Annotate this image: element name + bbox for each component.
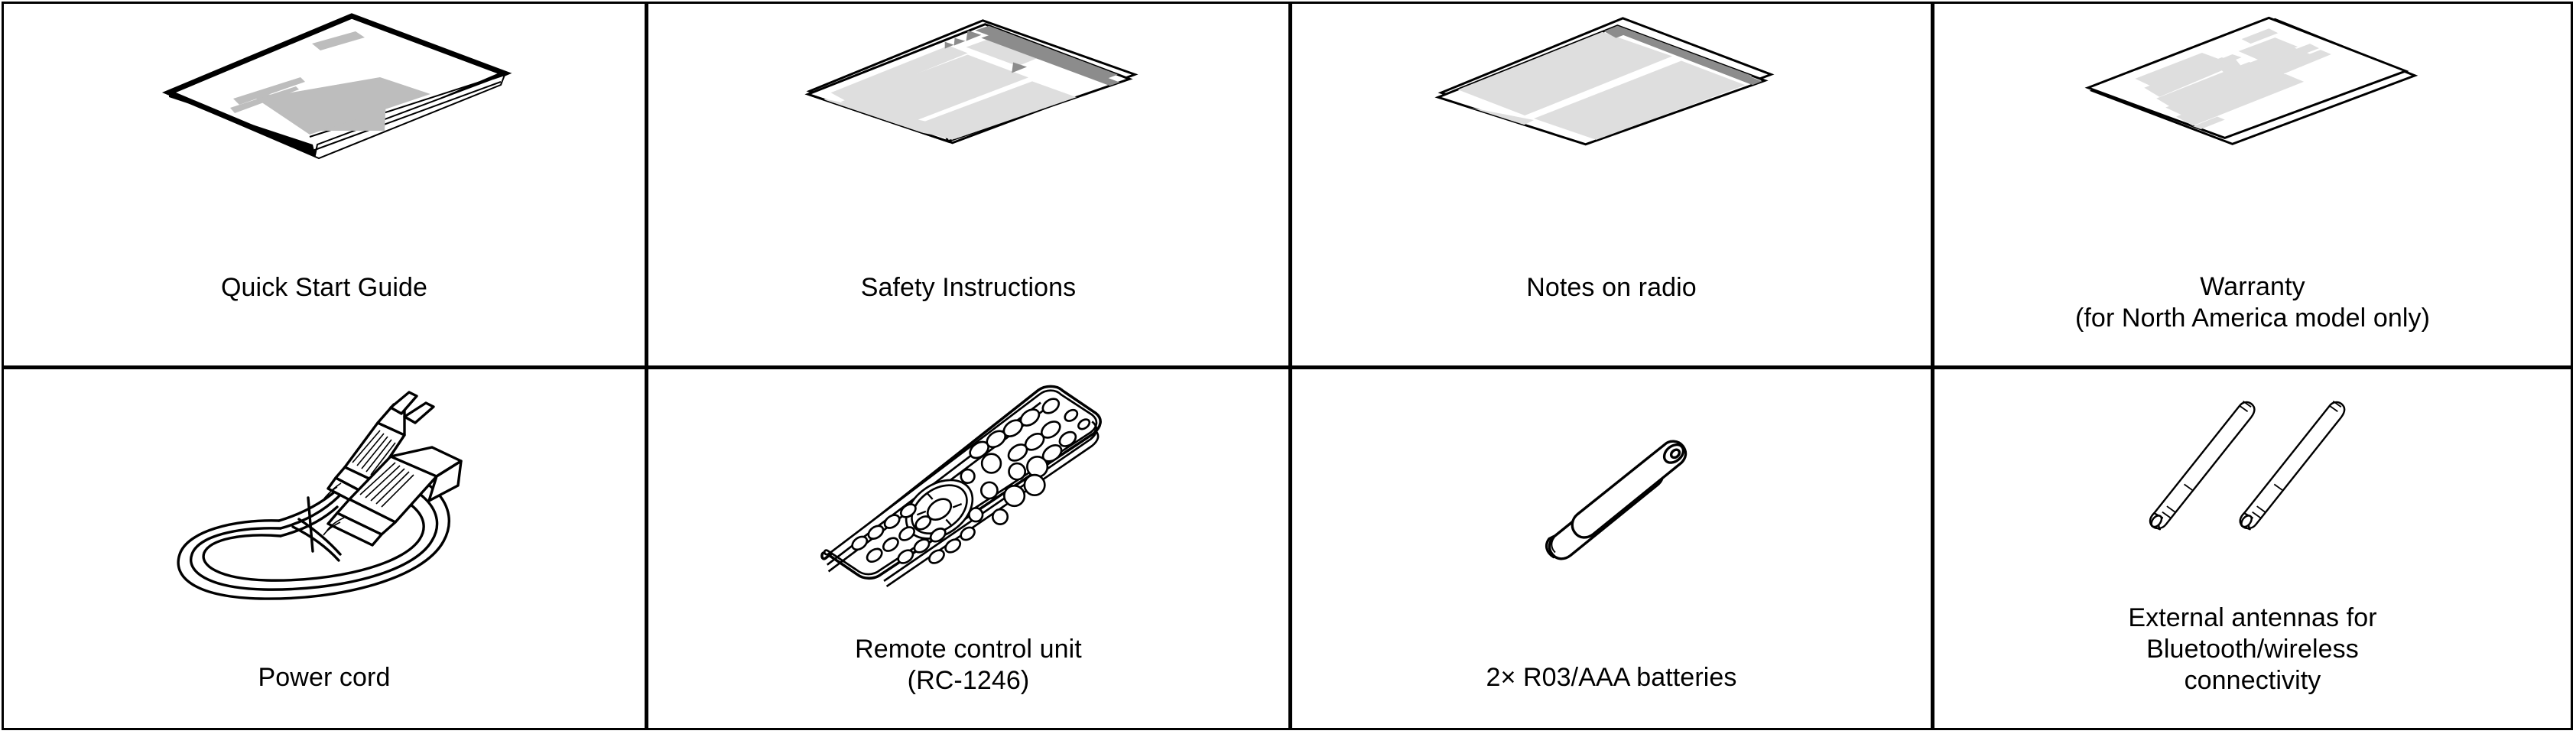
stacked-sheets-icon [804,19,1139,145]
caption-line-1: Notes on radio [1526,273,1697,302]
accessory-cell-quick-start-guide[interactable]: Quick Start Guide [4,4,645,365]
caption-line-1: External antennas for [2128,603,2377,632]
accessories-grid: Quick Start Guide [4,4,2571,728]
accessory-cell-warranty[interactable]: Warranty (for North America model only) [1931,4,2571,365]
accessory-caption: Warranty (for North America model only) [1954,240,2552,365]
power-cord-icon [177,391,463,600]
accessory-caption: Safety Instructions [668,241,1269,335]
warranty-sheets-icon [2084,16,2418,145]
remote-control-icon [820,385,1102,588]
accessory-cell-antennas[interactable]: External antennas for Bluetooth/wireless… [1931,365,2571,728]
accessory-cell-notes-on-radio[interactable]: Notes on radio [1288,4,1931,365]
accessory-caption: 2× R03/AAA batteries [1311,631,1912,725]
stacked-sheets-icon [1434,17,1775,146]
caption-line-1: Warranty [2200,272,2305,301]
caption-line-1: Remote control unit [855,635,1082,664]
caption-line-2: (RC-1246) [907,666,1030,695]
accessory-caption: Notes on radio [1311,241,1912,335]
accessory-caption: External antennas for Bluetooth/wireless… [1954,571,2552,728]
accessory-caption: Remote control unit (RC-1246) [668,602,1269,728]
caption-line-1: Power cord [258,663,391,692]
accessory-caption: Power cord [23,631,625,725]
accessory-cell-batteries[interactable]: 2× R03/AAA batteries [1288,365,1931,728]
batteries-icon [1545,440,1688,560]
accessory-caption: Quick Start Guide [23,241,625,335]
accessory-cell-safety-instructions[interactable]: Safety Instructions [645,4,1288,365]
accessory-cell-remote-control[interactable]: Remote control unit (RC-1246) [645,365,1288,728]
accessory-cell-power-cord[interactable]: Power cord [4,365,645,728]
booklet-icon [161,13,512,160]
caption-line-2: (for North America model only) [2074,304,2431,333]
caption-line-2: Bluetooth/wireless connectivity [2146,635,2359,695]
caption-line-1: Safety Instructions [860,273,1077,302]
caption-line-1: Quick Start Guide [220,273,428,302]
antennas-icon [2149,400,2346,531]
caption-line-1: 2× R03/AAA batteries [1486,663,1737,692]
